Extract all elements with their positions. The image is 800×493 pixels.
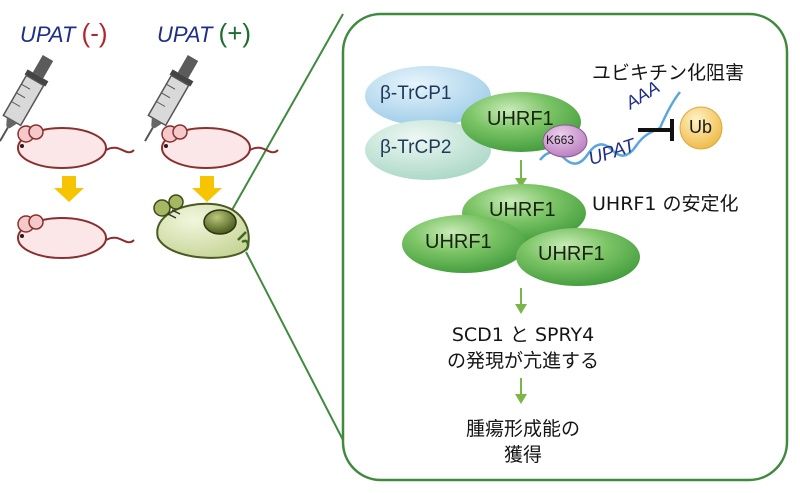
mouse-upat-before xyxy=(161,124,279,169)
beta-trcp2-label: β-TrCP2 xyxy=(380,137,452,158)
expression-line-1: SCD1 と SPRY4 xyxy=(451,324,595,346)
outcome-line-1: 腫瘍形成能の xyxy=(465,418,580,440)
condition-sign-negative: (-) xyxy=(81,18,108,48)
ubiquitin-circle xyxy=(679,106,723,150)
transition-arrow-left xyxy=(54,176,84,202)
expression-line-2: の発現が亢進する xyxy=(446,350,599,372)
beta-trcp1-oval xyxy=(365,66,491,126)
ub-label: Ub xyxy=(689,117,713,137)
uhrf1-cluster-right-label: UHRF1 xyxy=(538,243,605,265)
condition-name: UPAT xyxy=(157,22,213,47)
arrow-to-expression xyxy=(515,288,527,314)
beta-trcp2-oval xyxy=(365,120,491,180)
uhrf1-top-label: UHRF1 xyxy=(487,108,554,130)
transition-arrow-right xyxy=(192,176,222,202)
condition-name: UPAT xyxy=(20,22,76,47)
uhrf1-cluster-right xyxy=(516,228,640,286)
stabilization-label: UHRF1 の安定化 xyxy=(592,193,739,215)
arrow-to-tumorigenesis xyxy=(515,378,527,404)
zoom-line-top xyxy=(231,13,344,211)
arrow-to-stabilization xyxy=(515,160,527,188)
inhibition-symbol xyxy=(638,119,674,141)
uhrf1-cluster-top-label: UHRF1 xyxy=(489,199,556,221)
mouse-tumor xyxy=(153,194,250,259)
beta-trcp1-label: β-TrCP1 xyxy=(380,83,452,104)
condition-upat-negative: UPAT (-) xyxy=(20,18,108,49)
condition-sign-positive: (+) xyxy=(218,18,252,48)
outcome-line-2: 獲得 xyxy=(503,444,542,466)
k663-label: K663 xyxy=(546,133,575,147)
mouse-control-after xyxy=(17,214,135,259)
uhrf1-cluster-left xyxy=(402,215,526,273)
mouse-control-before xyxy=(17,124,135,169)
condition-upat-positive: UPAT (+) xyxy=(157,18,251,49)
syringe-left xyxy=(0,54,54,142)
syringe-right xyxy=(144,54,199,142)
ubiquitin-inhibition-label: ユビキチン化阻害 xyxy=(592,62,745,84)
uhrf1-cluster-left-label: UHRF1 xyxy=(425,231,492,253)
k663-site xyxy=(542,124,588,158)
zoom-line-bottom xyxy=(245,251,344,441)
